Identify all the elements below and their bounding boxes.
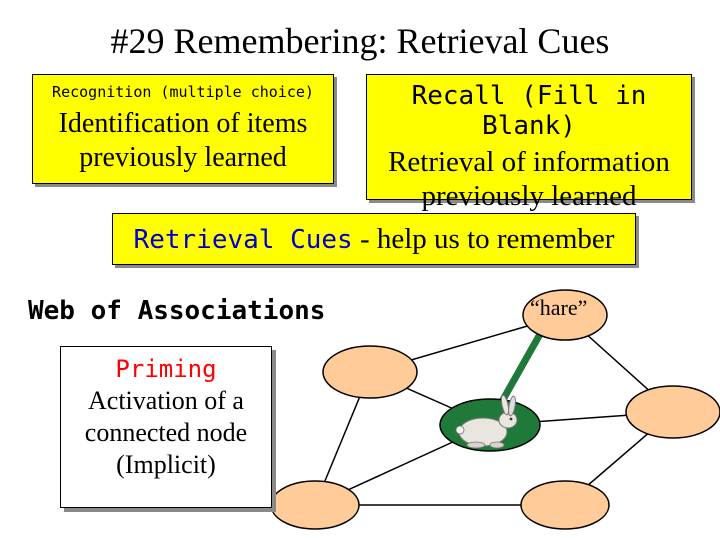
- priming-line-2: connected node: [84, 418, 248, 447]
- recall-heading: Recall (Fill in Blank): [411, 81, 647, 141]
- priming-heading: Priming: [115, 355, 217, 383]
- network-node: [322, 345, 418, 399]
- recognition-line-1: Identification of items: [58, 108, 308, 139]
- network-node: [520, 480, 610, 530]
- network-node: [625, 385, 720, 439]
- web-of-associations-heading: Web of Associations: [28, 296, 326, 326]
- recall-line-1: Retrieval of information: [388, 146, 670, 178]
- network-node: [270, 480, 360, 530]
- recall-description: Retrieval of information previously lear…: [367, 145, 691, 213]
- priming-description: Activation of a connected node (Implicit…: [61, 385, 271, 481]
- slide-title: #29 Remembering: Retrieval Cues: [110, 21, 610, 61]
- priming-line-1: Activation of a: [88, 386, 244, 415]
- recognition-box: Recognition (multiple choice) Identifica…: [32, 74, 334, 184]
- recognition-heading: Recognition (multiple choice): [52, 83, 314, 101]
- priming-line-3: (Implicit): [116, 450, 216, 479]
- network-node: [522, 289, 608, 341]
- recognition-description: Identification of items previously learn…: [33, 107, 333, 175]
- rabbit-icon: [455, 394, 518, 449]
- retrieval-cues-box: Retrieval Cues - help us to remember: [112, 213, 636, 265]
- priming-box: Priming Activation of a connected node (…: [60, 346, 272, 508]
- cue-word-label: “hare”: [530, 295, 588, 320]
- recall-box: Recall (Fill in Blank) Retrieval of info…: [366, 74, 692, 212]
- recall-line-2: previously learned: [421, 180, 637, 212]
- retrieval-cues-definition: - help us to remember: [352, 223, 615, 255]
- retrieval-cues-term: Retrieval Cues: [133, 225, 353, 255]
- recognition-line-2: previously learned: [79, 142, 287, 173]
